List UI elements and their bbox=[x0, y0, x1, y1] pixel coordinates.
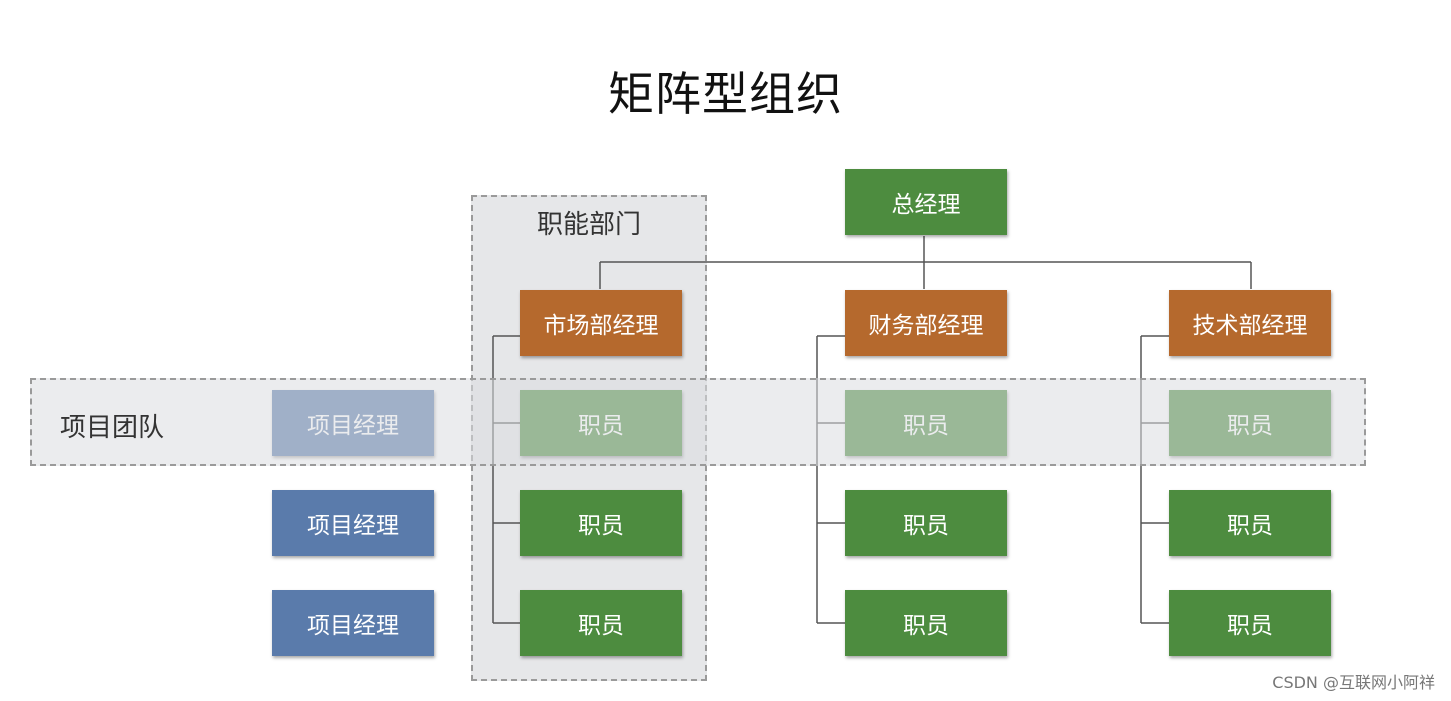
tech-staff-node-2: 职员 bbox=[1169, 490, 1331, 556]
tech-staff-node-3: 职员 bbox=[1169, 590, 1331, 656]
market-manager-node: 市场部经理 bbox=[520, 290, 682, 356]
project-team-region bbox=[30, 378, 1366, 466]
general-manager-node: 总经理 bbox=[845, 169, 1007, 235]
functional-dept-label: 职能部门 bbox=[537, 210, 642, 240]
project-team-label: 项目团队 bbox=[60, 413, 165, 443]
finance-staff-node-3: 职员 bbox=[845, 590, 1007, 656]
tech-manager-node: 技术部经理 bbox=[1169, 290, 1331, 356]
finance-staff-node-2: 职员 bbox=[845, 490, 1007, 556]
project-manager-node-3: 项目经理 bbox=[272, 590, 434, 656]
page-title: 矩阵型组织 bbox=[608, 67, 843, 121]
market-staff-node-2: 职员 bbox=[520, 490, 682, 556]
finance-manager-node: 财务部经理 bbox=[845, 290, 1007, 356]
market-staff-node-3: 职员 bbox=[520, 590, 682, 656]
watermark: CSDN @互联网小阿祥 bbox=[1272, 673, 1435, 692]
project-manager-node-2: 项目经理 bbox=[272, 490, 434, 556]
